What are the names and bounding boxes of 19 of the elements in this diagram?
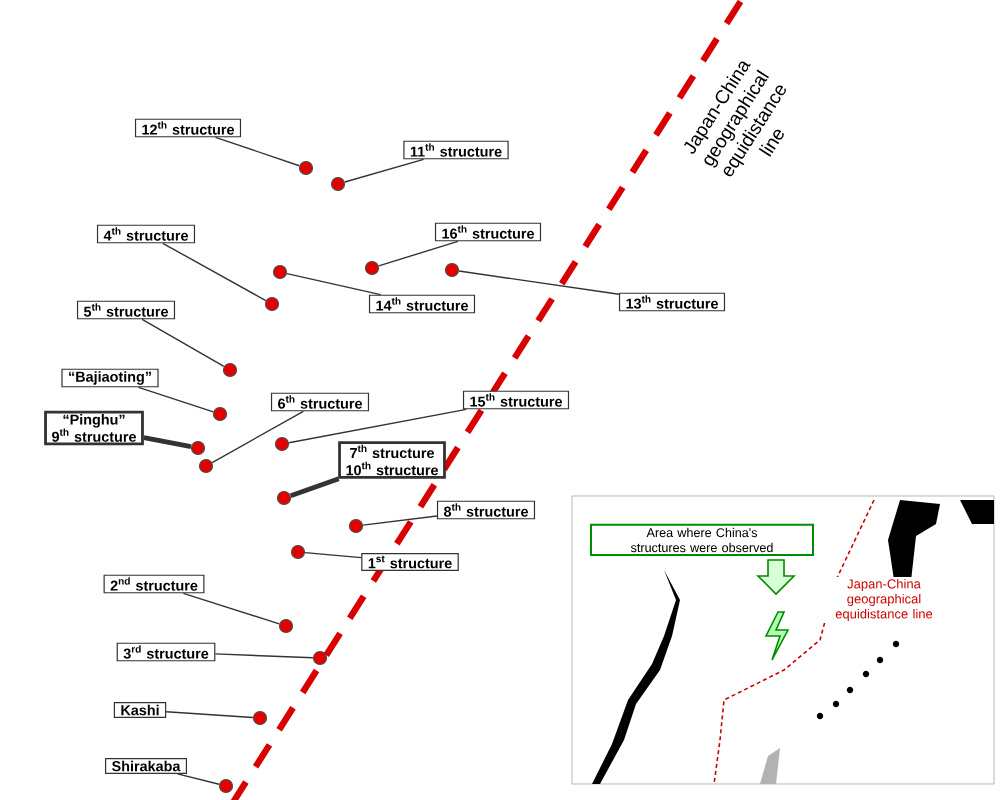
leader-line	[286, 272, 382, 296]
leader-line	[344, 158, 425, 183]
leader-line	[214, 136, 300, 167]
leader-line	[176, 773, 220, 785]
leader-line	[182, 592, 280, 625]
leader-line	[162, 242, 267, 302]
leader-line	[137, 386, 214, 413]
leader-line	[141, 318, 225, 368]
leader-line	[211, 410, 305, 464]
leader-line	[378, 240, 459, 267]
leader-line	[214, 653, 314, 659]
leader-line	[165, 711, 254, 719]
leader-line	[304, 551, 362, 559]
leader-line	[458, 270, 620, 295]
leader-line	[362, 515, 438, 526]
leader-line	[289, 476, 340, 498]
leader-line	[288, 408, 468, 444]
leader-line	[143, 435, 192, 449]
dot	[218, 778, 234, 794]
